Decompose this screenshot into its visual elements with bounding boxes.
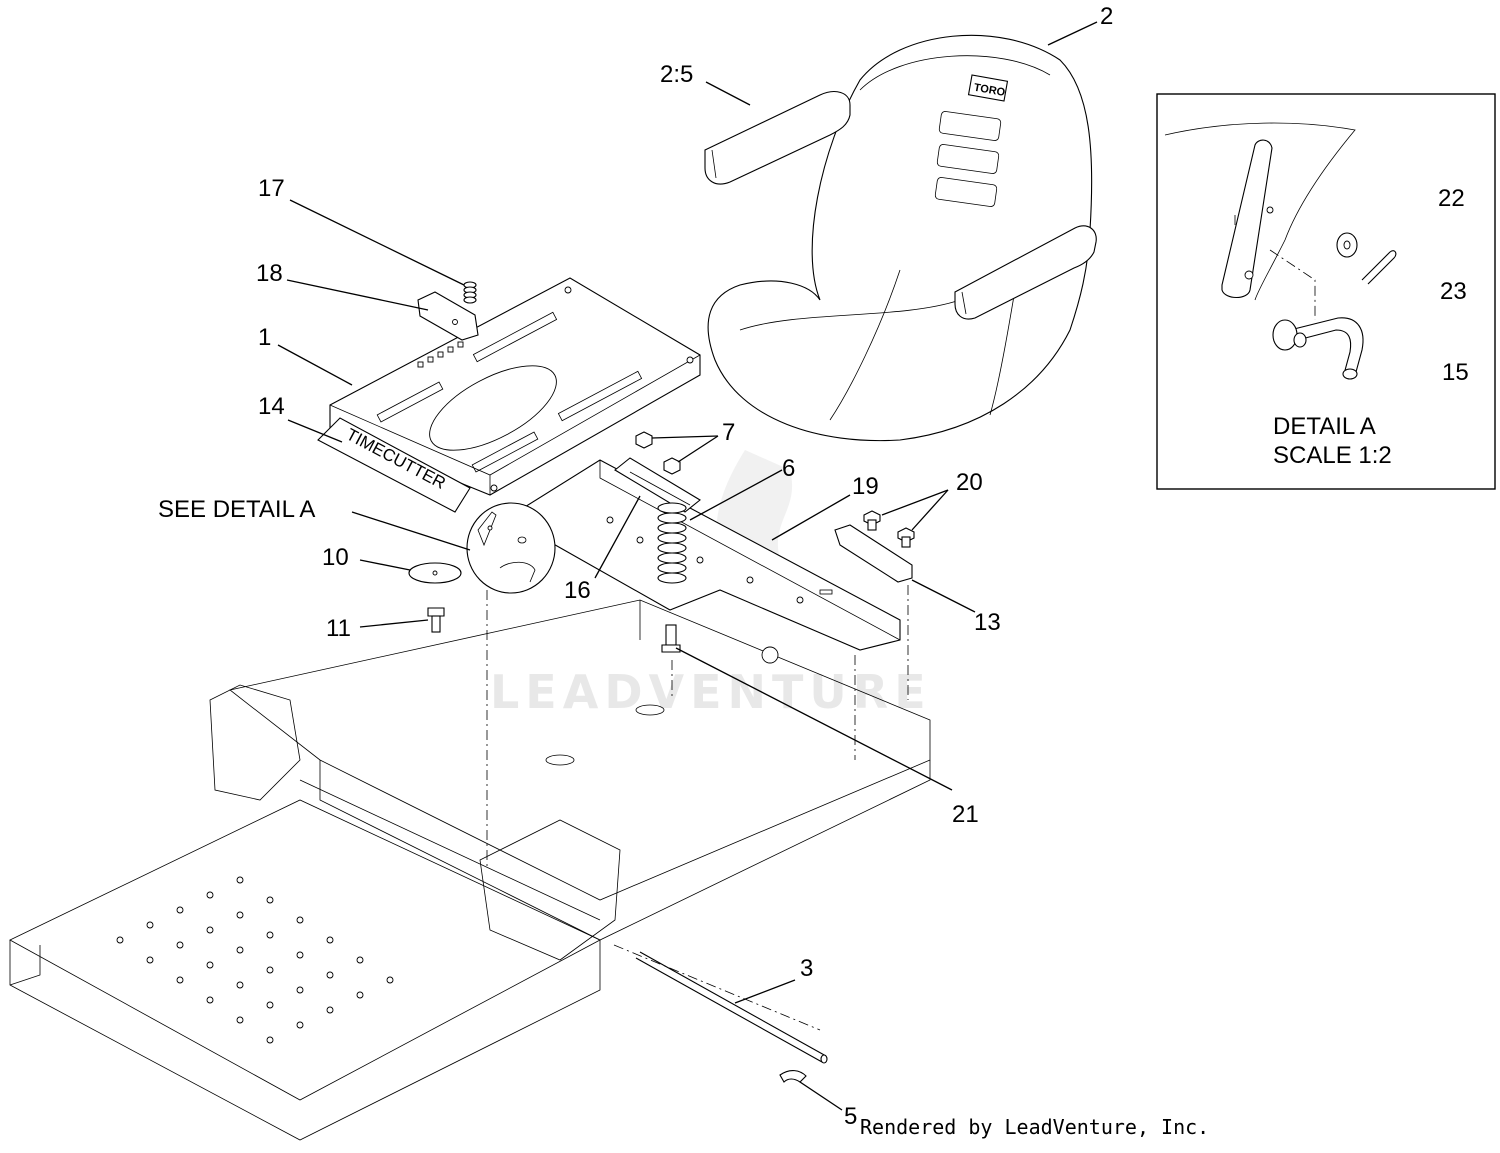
callout-11: 11: [326, 615, 351, 642]
callout-1: 1: [258, 324, 271, 351]
render-credit: Rendered by LeadVenture, Inc.: [860, 1115, 1209, 1139]
callout-19: 19: [852, 473, 879, 500]
bracket-13: [834, 524, 913, 583]
see-detail-a: SEE DETAIL A: [158, 496, 315, 523]
callout-2: 2: [1100, 3, 1113, 30]
callout-20: 20: [956, 469, 983, 496]
callout-2-5: 2:5: [660, 61, 693, 88]
rod-3: [635, 951, 828, 1064]
detail-a-callout-circle: [466, 502, 556, 594]
callout-7: 7: [722, 419, 735, 446]
callout-16: 16: [564, 577, 591, 604]
seat-latch: [417, 291, 479, 341]
seat-mount-bracket: [519, 459, 901, 651]
detail-scale: SCALE 1:2: [1273, 442, 1392, 469]
callout-13: 13: [974, 609, 1001, 636]
callout-15: 15: [1442, 359, 1469, 386]
callout-18: 18: [256, 260, 283, 287]
seat-assembly: TORO: [704, 34, 1097, 442]
callout-3: 3: [800, 955, 813, 982]
svg-text:TORO: TORO: [973, 82, 1007, 99]
bolt-11: [427, 607, 445, 633]
detail-title: DETAIL A: [1273, 413, 1376, 440]
reference-lines: [486, 585, 909, 1031]
callout-23: 23: [1440, 278, 1467, 305]
bolt-21: [661, 624, 681, 653]
nut-b: [663, 457, 681, 475]
pin-15: [1272, 317, 1364, 380]
callout-10: 10: [322, 544, 349, 571]
warning-decal: [614, 457, 701, 513]
bolts-20: [863, 510, 915, 548]
nut-a: [635, 431, 653, 449]
detail-a-box: 22 23 15 DETAIL A SCALE 1:2: [1156, 93, 1496, 490]
seat-logo: TORO: [967, 74, 1009, 102]
callout-22: 22: [1438, 185, 1465, 212]
floor-holes: [116, 876, 394, 1044]
mower-frame: [9, 599, 931, 1141]
callout-14: 14: [258, 393, 285, 420]
clip-5: [779, 1070, 807, 1083]
watermark-text: LEADVENTURE: [490, 665, 932, 719]
callout-21: 21: [952, 801, 979, 828]
callout-17: 17: [258, 175, 285, 202]
hairpin-23: [1361, 250, 1397, 285]
callout-labels: 2 2:5 17 18 1 14 7 6 19 20 13 16 SEE DET…: [158, 3, 1113, 1130]
callout-6: 6: [782, 455, 795, 482]
seat-spring: [657, 502, 687, 584]
latch-spring: [463, 281, 477, 304]
adjustment-holes: [417, 341, 464, 368]
callout-5: 5: [844, 1103, 857, 1130]
